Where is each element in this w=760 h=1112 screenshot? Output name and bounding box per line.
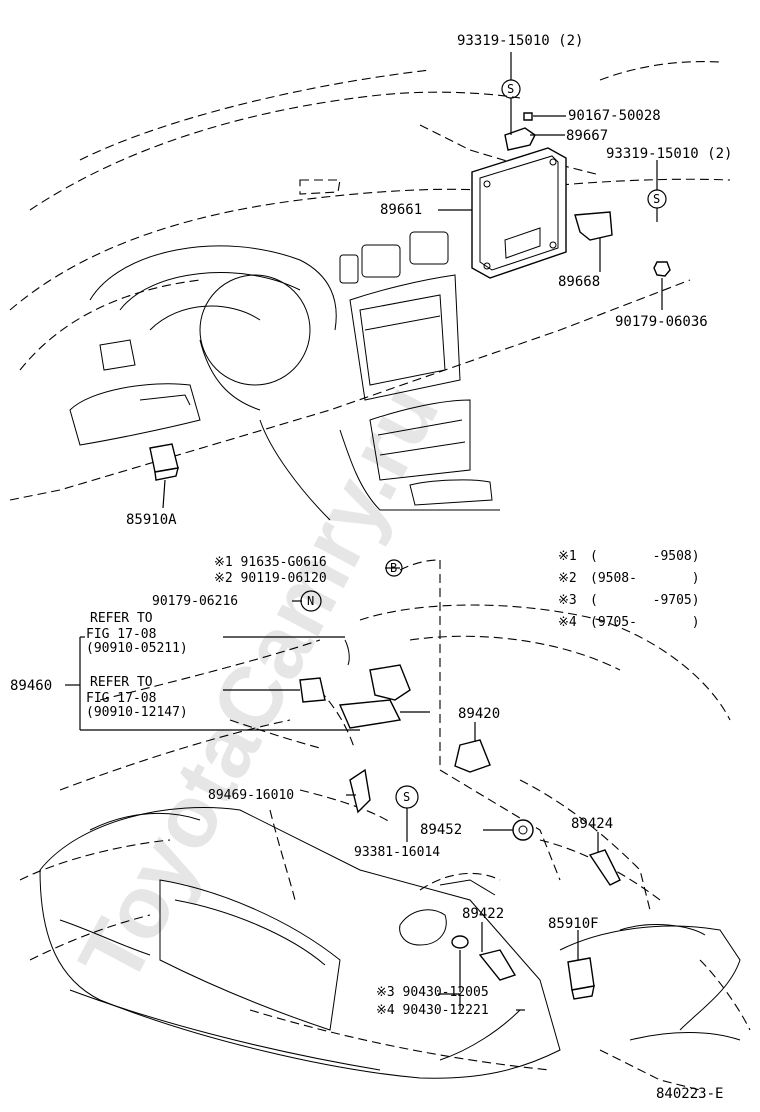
svg-text:N: N [307,594,314,608]
label-89460: 89460 [10,678,52,694]
label-89424: 89424 [571,816,613,832]
sensor-89420-part [454,739,491,773]
bracket-89668-part [574,211,613,241]
dashboard-drawing [9,61,731,521]
symbol-b-circle: B [385,559,403,577]
svg-text:S: S [507,82,514,96]
label-93319-right: 93319-15010 (2) [606,146,732,162]
label-89469: 89469-16010 [208,788,294,803]
label-89420: 89420 [458,706,500,722]
symbol-s-circle-top: S [501,79,521,99]
refer2-line3: (90910-12147) [86,705,188,720]
relay-85910a-part [149,443,179,481]
refer2-line1: REFER TO [90,675,153,690]
label-90179-06216: 90179-06216 [152,594,238,609]
gasket-90430-part [451,935,469,949]
harness-89460-part [299,639,411,729]
refer1-line2: FIG 17-08 [86,627,156,642]
label-85910a: 85910A [126,512,177,528]
refer1-line3: (90910-05211) [86,641,188,656]
svg-text:S: S [403,790,410,804]
label-89452: 89452 [420,822,462,838]
relay-85910f-part [567,957,595,1000]
bolt-90167-part [523,112,533,121]
label-89422: 89422 [462,906,504,922]
svg-text:S: S [653,192,660,206]
label-89667: 89667 [566,128,608,144]
svg-text:B: B [390,561,397,575]
label-90430-12221: ※4 90430-12221 [376,1003,489,1018]
symbol-n-circle: N [300,590,322,612]
sensor-89424-part [588,849,621,886]
label-89668: 89668 [558,274,600,290]
label-85910f: 85910F [548,916,599,932]
notes-legend: ※1 ( -9508) ※2 (9508- ) ※3 ( -9705) ※4 (… [558,549,700,630]
note-range-1: ( -9508) [590,549,700,564]
refer1-line1: REFER TO [90,611,153,626]
note-range-3: ( -9705) [590,593,700,608]
upper-leaders [438,52,663,310]
label-93381: 93381-16014 [354,845,440,860]
label-93319-top: 93319-15010 (2) [457,33,583,49]
symbol-s-circle-right: S [647,189,667,209]
label-90167: 90167-50028 [568,108,661,124]
note-mark-2: ※2 [558,571,577,586]
nut-90179-06036-part [653,261,671,277]
note-range-4: (9705- ) [590,615,700,630]
sensor-89452-part [512,819,534,841]
label-91635: ※1 91635-G0616 [214,555,327,570]
note-mark-1: ※1 [558,549,577,564]
ecu-89661-part [471,147,567,279]
figure-id: 840223-E [656,1086,723,1102]
refer2-line2: FIG 17-08 [86,691,156,706]
lower-leaders [65,567,599,1011]
note-range-2: (9508- ) [590,571,700,586]
symbol-s-circle-lower: S [395,785,419,809]
label-90430-12005: ※3 90430-12005 [376,985,489,1000]
bracket-89667-part [504,127,536,151]
sensor-89422-part [478,949,517,981]
label-89661: 89661 [380,202,422,218]
bracket-89469-part [349,768,371,814]
label-90179-06036: 90179-06036 [615,314,708,330]
note-mark-3: ※3 [558,593,577,608]
label-90119: ※2 90119-06120 [214,571,327,586]
note-mark-4: ※4 [558,615,577,630]
